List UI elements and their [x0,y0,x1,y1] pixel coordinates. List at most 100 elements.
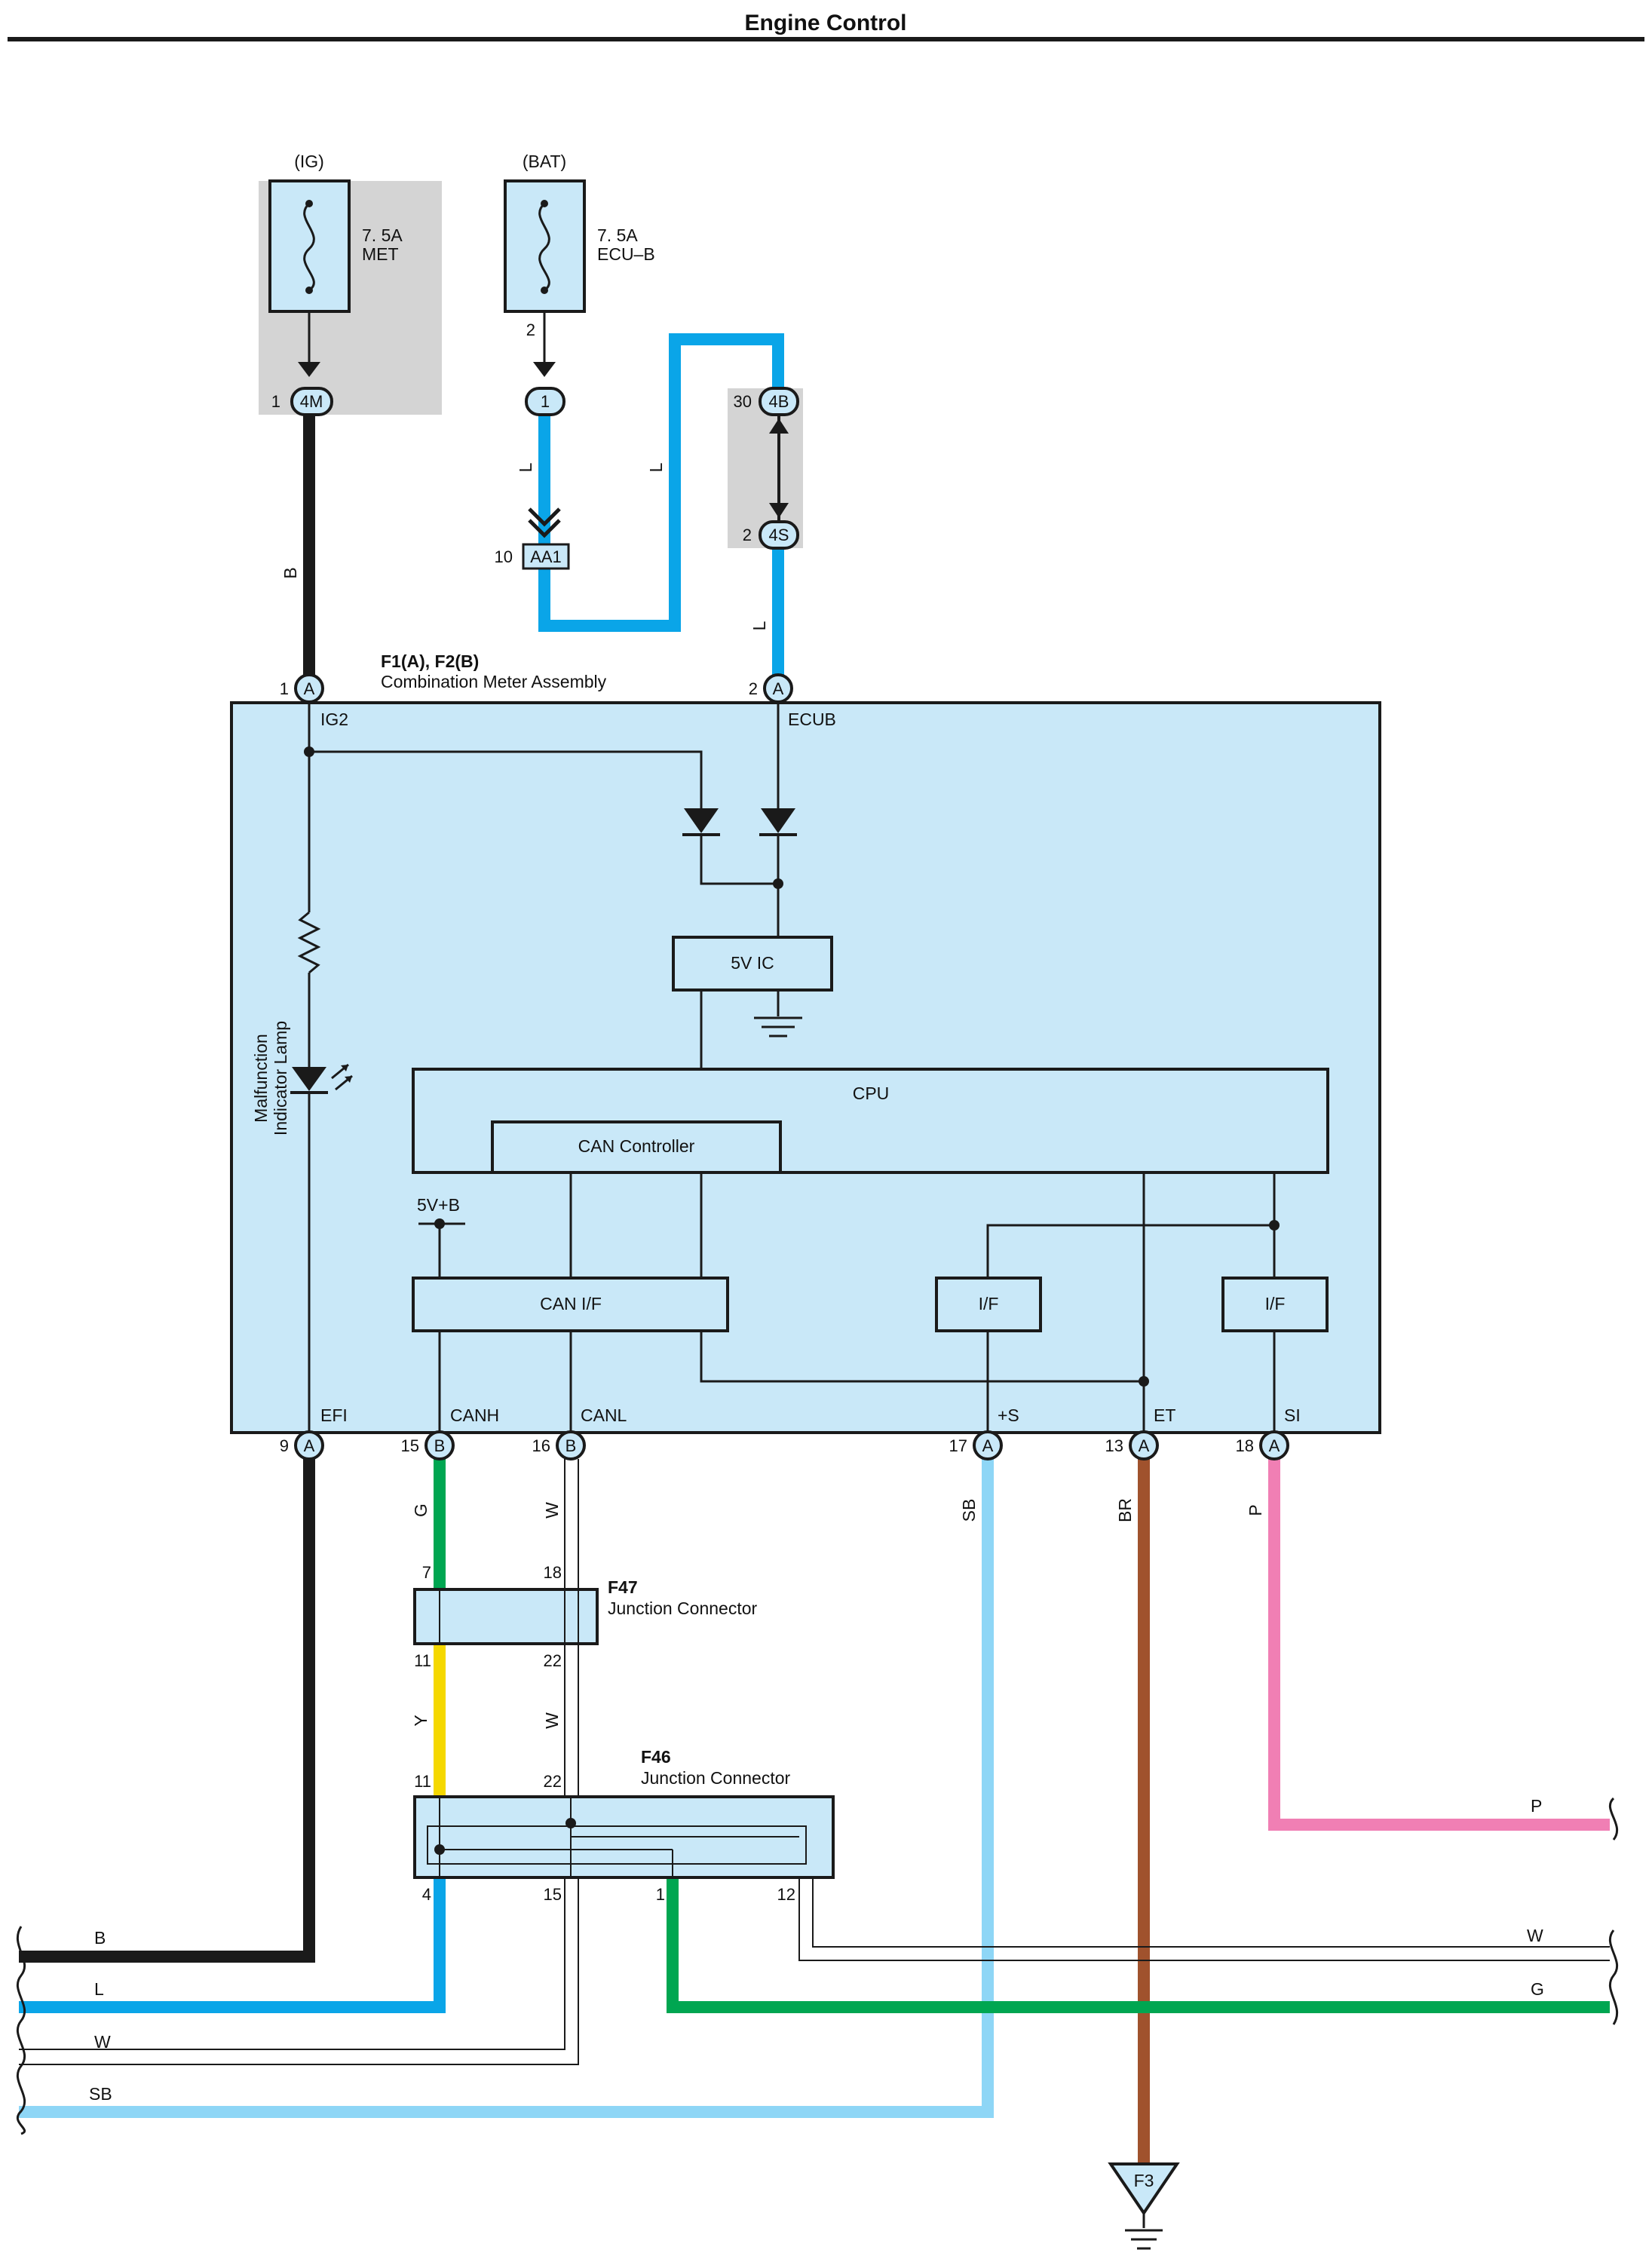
ground-icon [754,1016,802,1038]
junction-f46-name: Junction Connector [641,1768,791,1788]
pin-number: 18 [544,1563,562,1582]
wire-label-b: B [280,567,300,578]
svg-text:13: 13 [1105,1436,1123,1455]
signal-canh: CANH [450,1405,499,1425]
arrow-down-icon [533,362,556,377]
harness-label-w: W [1527,1926,1543,1945]
internal-circuit [297,702,1276,1445]
svg-text:B: B [565,1436,577,1455]
harness-label-l: L [94,1979,104,1999]
connector-4m-label: 4M [300,392,323,411]
fuse-name-ecub: ECU–B [597,244,655,264]
pin-si: A 18 [1236,1430,1289,1460]
signal-plus-s: +S [998,1405,1019,1425]
connector-aa1 [522,543,570,570]
svg-text:17: 17 [949,1436,967,1455]
wire-label-l: L [749,621,769,630]
pin-number: 22 [544,1772,562,1791]
connector-4s-label: 4S [769,526,789,544]
arrow-down-icon [298,362,320,377]
ground-f3-triangle [1108,2162,1180,2216]
fuse-source-ig: (IG) [294,152,324,171]
if-box-si [1221,1277,1329,1332]
pin-number: 15 [544,1885,562,1904]
signal-canl: CANL [581,1405,627,1425]
pin-number: 1 [656,1885,665,1904]
ic-5v-label: 5V IC [731,953,774,973]
led-lamp-icon [290,1063,353,1094]
can-if-label: CAN I/F [540,1294,602,1313]
pin-number: 11 [414,1772,431,1791]
right-break-icon [1608,1929,1619,2025]
connector-1 [525,387,565,416]
page-title: Engine Control [745,11,907,35]
pin-efi: A 9 [280,1430,324,1460]
connector-4m-pin: 1 [271,392,280,411]
pin-canl: B 16 [532,1430,586,1460]
wire-w-canl [19,1459,1610,2065]
can-controller-box [491,1120,782,1174]
meter-name: Combination Meter Assembly [381,672,607,691]
pin-number: 4 [422,1885,431,1904]
pin-number: 7 [422,1563,431,1582]
wire-label-l: L [646,462,666,472]
pin-number: 2 [749,679,758,698]
pin-number: 12 [777,1885,795,1904]
svg-text:A: A [1269,1436,1280,1455]
can-if-box [412,1277,729,1332]
fuse-ecub-pin: 2 [526,320,535,339]
connector-4b-label: 4B [769,392,789,411]
signal-ecub: ECUB [788,710,836,729]
signal-et: ET [1154,1405,1175,1425]
if-label-2: I/F [1265,1294,1286,1313]
svg-text:A: A [1139,1436,1150,1455]
harness-label-b: B [94,1928,106,1948]
cpu-label: CPU [853,1083,890,1103]
fuse-source-bat: (BAT) [523,152,566,171]
pin-canh: B 15 [401,1430,455,1460]
pin-number: 22 [544,1651,562,1670]
junction-f46-bus [427,1797,807,1877]
diode-icon [682,808,720,836]
junction-f46-id: F46 [641,1747,671,1767]
connector-4s-pin: 2 [743,526,752,544]
arrow-up-icon [769,418,789,434]
connector-aa1-pin: 10 [495,547,513,566]
harness-label-sb: SB [89,2084,112,2104]
wire-g-harness [667,1877,1610,2013]
pin-et: A 13 [1105,1430,1159,1460]
wire-sb [19,1459,994,2118]
ic-5v-box [672,936,833,992]
wire-l-harness [19,1877,446,2013]
fuse-name-met: MET [362,244,399,264]
harness-label-w: W [94,2032,111,2052]
harness-label-p: P [1531,1796,1542,1816]
lamp-label-1: Malfunction [251,1034,271,1123]
junction-f47-name: Junction Connector [608,1598,758,1618]
svg-text:A: A [304,1436,315,1455]
wire-label-w: W [542,1712,562,1729]
junction-f47-id: F47 [608,1577,638,1597]
signal-si: SI [1284,1405,1301,1425]
connector-4m [290,387,333,416]
fuse-met-element-icon [303,202,315,292]
pin-letter: A [304,679,315,698]
lamp-label-2: Indicator Lamp [271,1021,290,1136]
right-break-icon [1608,1797,1619,1841]
junction-f47 [413,1588,599,1645]
arrow-down-icon [769,503,789,518]
connector-4s [759,520,799,550]
diode-icon [759,808,797,836]
can-controller-label: CAN Controller [578,1136,695,1156]
connector-aa1-label: AA1 [530,547,562,566]
svg-text:B: B [434,1436,446,1455]
signal-efi: EFI [320,1405,348,1425]
harness-label-g: G [1531,1979,1544,1999]
left-break-icon [16,1926,26,2135]
svg-text:A: A [982,1436,994,1455]
wire-label-l: L [516,462,535,472]
fuse-ecub-element-icon [538,202,550,292]
svg-text:18: 18 [1236,1436,1254,1455]
ground-icon [1125,2213,1163,2250]
